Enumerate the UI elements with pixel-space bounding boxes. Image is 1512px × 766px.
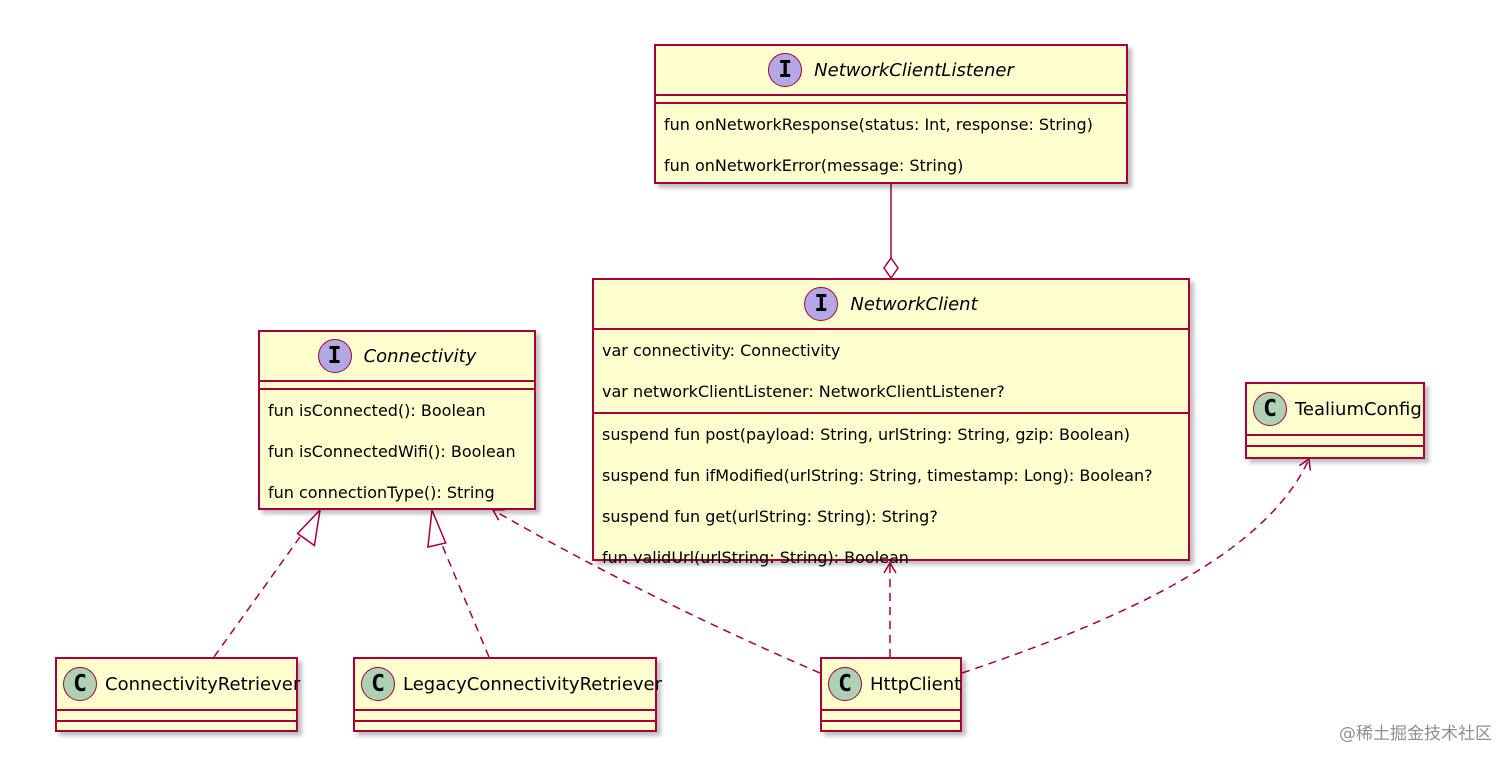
dependency-edge-tealium-config [961,457,1312,674]
http-client-class[interactable]: C HttpClient [820,657,962,732]
network-client-interface[interactable]: I NetworkClient var connectivity: Connec… [592,278,1190,567]
interface-header: I NetworkClient [594,280,1188,328]
interface-name: Connectivity [363,345,477,367]
divider [57,720,296,722]
class-name: TealiumConfig [1295,398,1422,420]
empty-fields-section [1247,436,1423,445]
divider [656,102,1126,104]
method-row: suspend fun get(urlString: String): Stri… [602,507,938,526]
divider [260,380,534,382]
method-row: fun validUrl(urlString: String): Boolean [602,548,909,567]
class-header: C ConnectivityRetriever [57,659,300,709]
method-row: fun isConnectedWifi(): Boolean [268,442,516,461]
empty-fields-section [57,711,296,720]
divider [1247,434,1423,436]
method-row: fun connectionType(): String [268,483,495,502]
class-badge-icon: C [1253,392,1287,426]
interface-name: NetworkClient [850,293,978,315]
divider [355,720,655,722]
divider [594,328,1188,330]
dependency-edge-connectivity [491,509,821,674]
class-header: C LegacyConnectivityRetriever [355,659,662,709]
realization-edge-connectivity-retriever [213,536,301,658]
divider [822,709,960,711]
method-row: suspend fun post(payload: String, urlStr… [602,425,1130,444]
class-name: ConnectivityRetriever [105,673,301,695]
interface-badge-icon: I [804,287,839,321]
class-header: C HttpClient [822,659,962,709]
field-row: var connectivity: Connectivity [602,341,841,360]
interface-header: I NetworkClientListener [656,46,1126,94]
empty-fields-section [355,711,655,720]
class-badge-icon: C [63,667,97,701]
connectivity-interface[interactable]: I Connectivity fun isConnected(): Boolea… [258,330,536,510]
class-name: LegacyConnectivityRetriever [403,673,663,695]
method-row: suspend fun ifModified(urlString: String… [602,466,1153,485]
divider [1247,445,1423,447]
aggregation-diamond [883,256,899,280]
method-row: fun onNetworkError(message: String) [664,156,964,175]
realization-edge-legacy-connectivity-retriever [439,539,490,658]
class-badge-icon: C [828,667,862,701]
field-row: var networkClientListener: NetworkClient… [602,382,1005,401]
legacy-connectivity-retriever-class[interactable]: C LegacyConnectivityRetriever [353,657,662,732]
class-name: HttpClient [870,673,962,695]
watermark: @稀土掘金技术社区 [1339,724,1492,744]
connectivity-retriever-class[interactable]: C ConnectivityRetriever [55,657,300,732]
network-client-listener-interface[interactable]: I NetworkClientListener fun onNetworkRes… [654,44,1128,184]
divider [355,709,655,711]
method-row: fun isConnected(): Boolean [268,401,486,420]
interface-badge-icon: I [768,53,803,87]
empty-fields-section [822,711,960,720]
method-row: fun onNetworkResponse(status: Int, respo… [664,115,1093,134]
divider [57,709,296,711]
class-header: C TealiumConfig [1247,384,1423,434]
divider [656,94,1126,96]
realization-triangle-1 [296,507,322,547]
realization-triangle-2 [427,509,447,548]
class-badge-icon: C [361,667,395,701]
divider [822,720,960,722]
divider [594,412,1188,414]
interface-badge-icon: I [317,339,352,373]
divider [260,388,534,390]
interface-header: I Connectivity [260,332,534,380]
interface-name: NetworkClientListener [814,59,1014,81]
tealium-config-class[interactable]: C TealiumConfig [1245,382,1425,459]
